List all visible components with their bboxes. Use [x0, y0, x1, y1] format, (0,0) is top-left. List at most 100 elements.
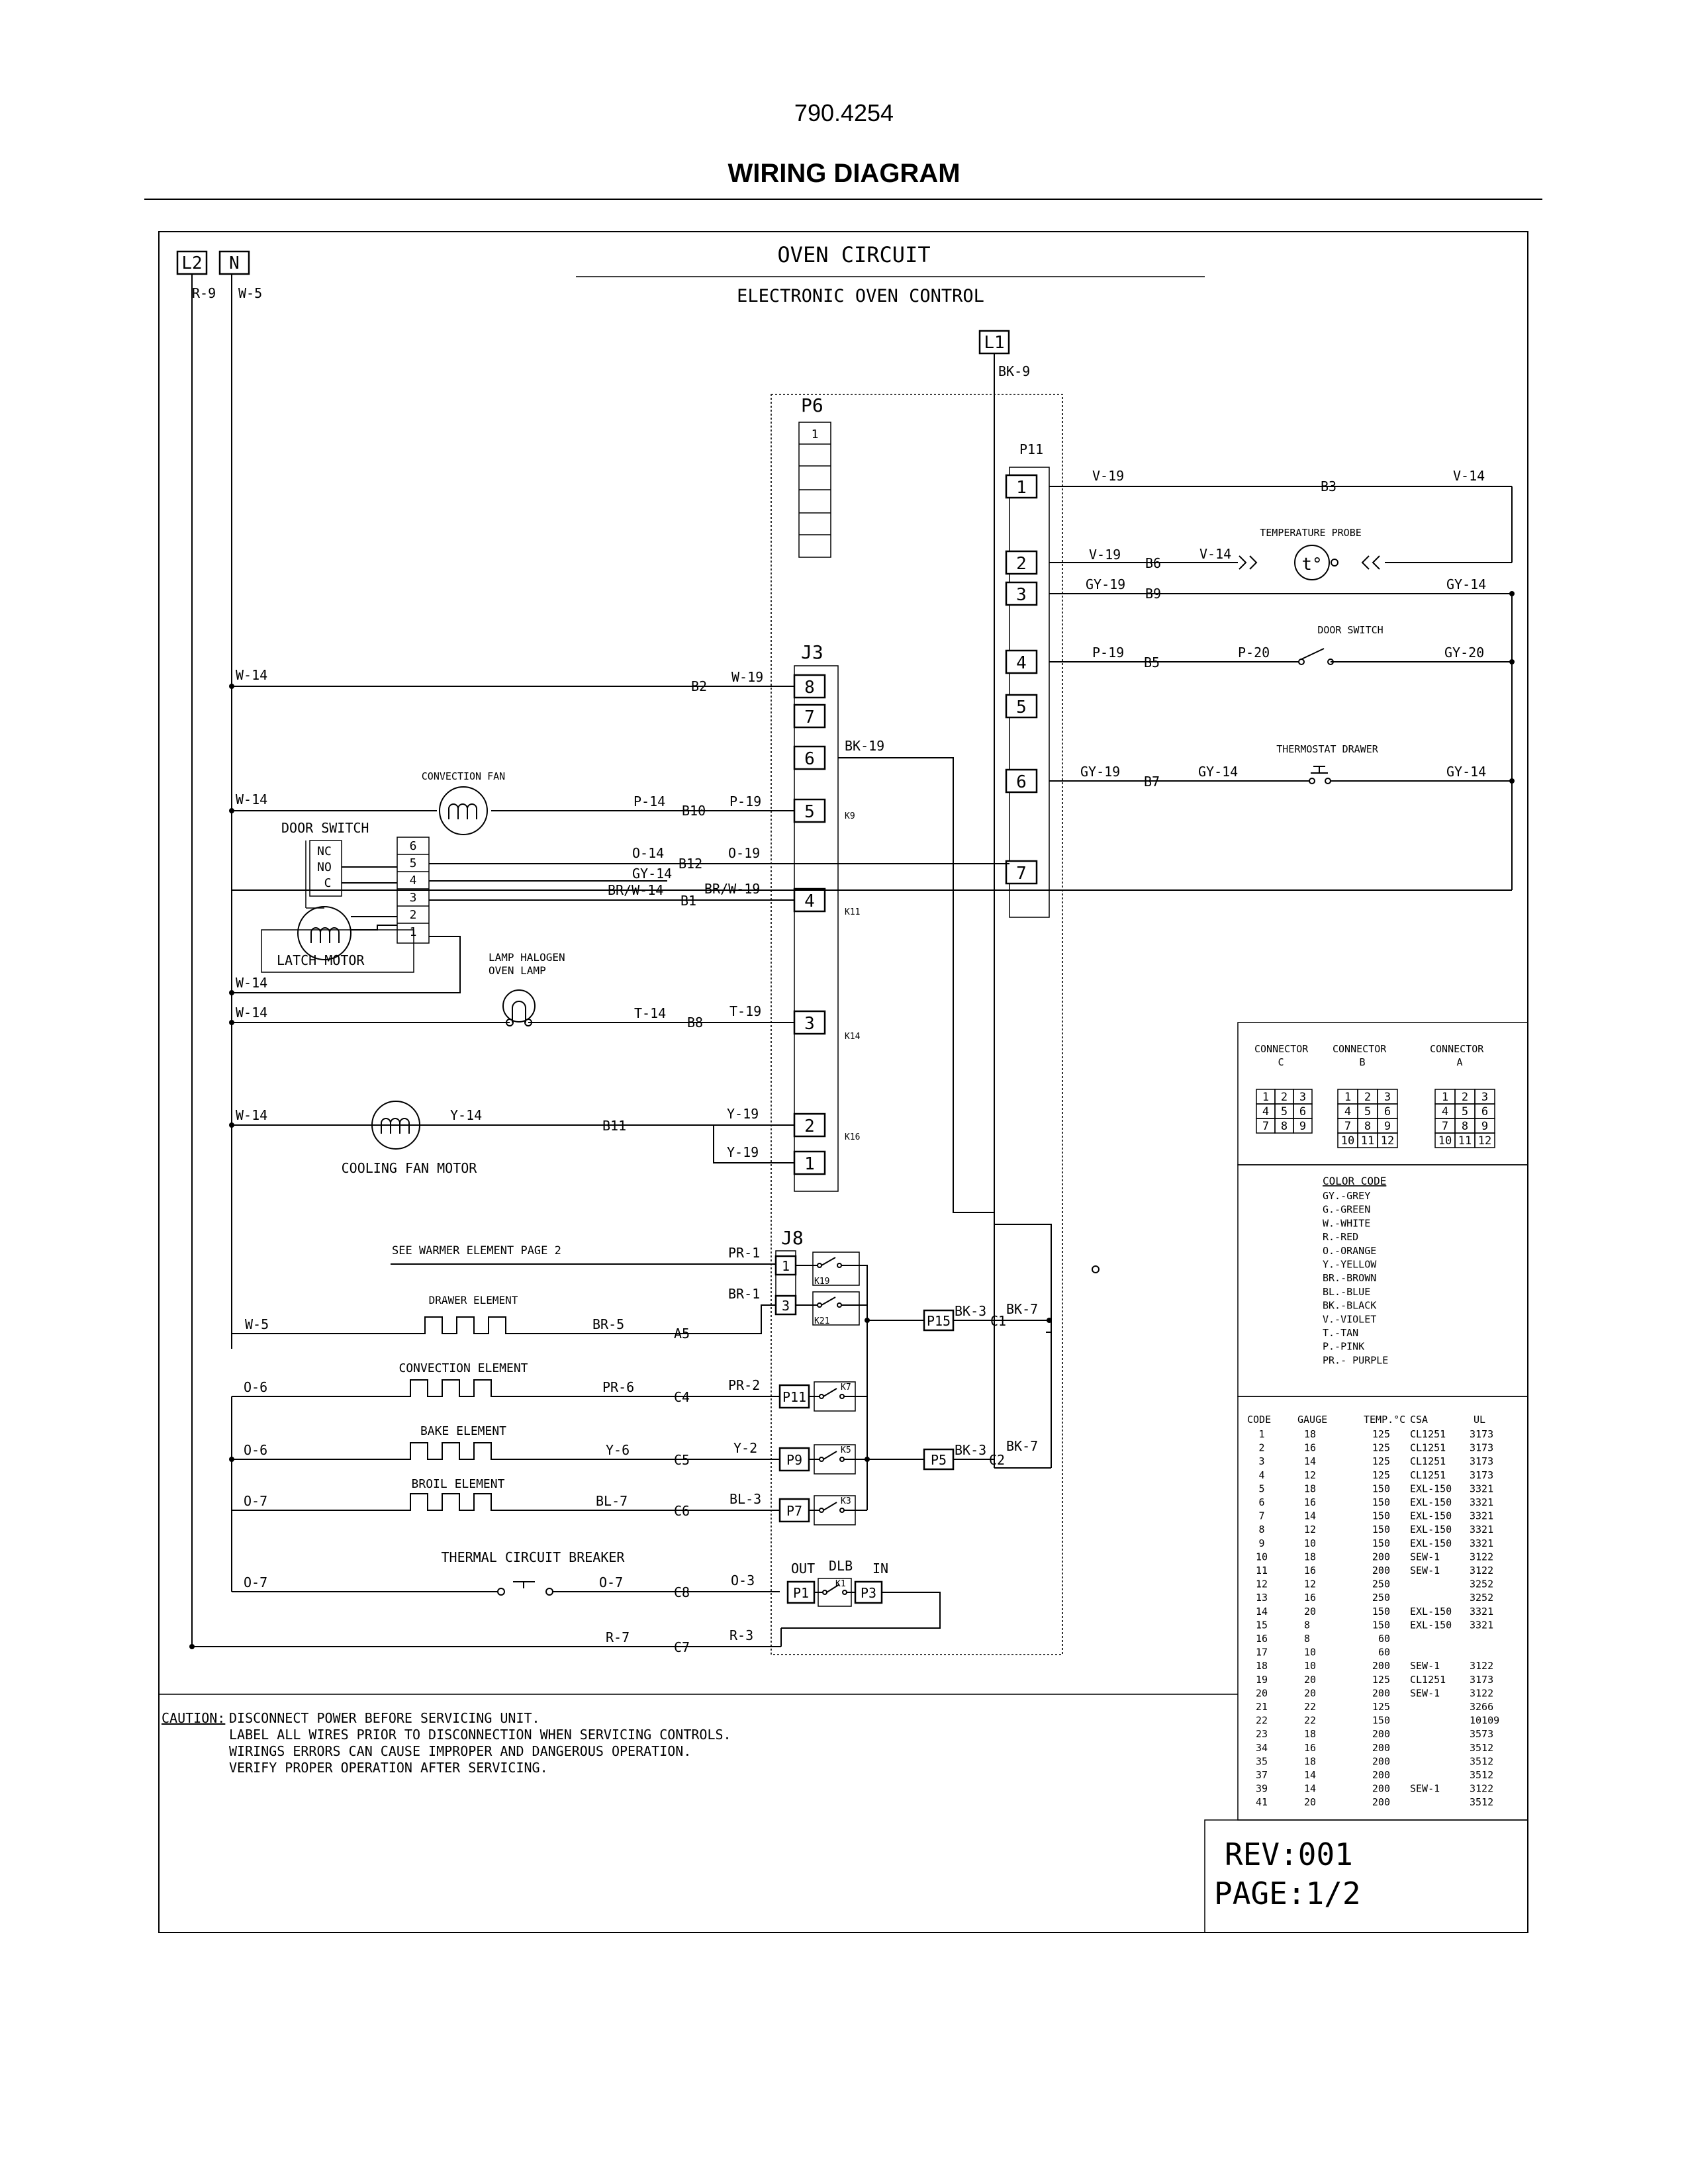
wire-label: BR/W-19	[704, 881, 760, 897]
wire-table-cell: 3321	[1470, 1510, 1493, 1522]
wire-table-cell: CL1251	[1410, 1674, 1446, 1686]
wire-label: R-9	[192, 285, 216, 301]
p11-pin-box	[1005, 550, 1038, 575]
wire-table-cell: CL1251	[1410, 1469, 1446, 1481]
connector-pin-label: 11	[1361, 1134, 1374, 1148]
wire-table-cell: 18	[1256, 1660, 1268, 1672]
wire-table-cell: 18	[1304, 1428, 1316, 1440]
wire-table-cell: 250	[1372, 1592, 1390, 1604]
connector-pin-label: 2	[1462, 1091, 1468, 1104]
wire-table-cell: 9	[1258, 1537, 1264, 1549]
connector-p7: P7	[786, 1503, 802, 1519]
j8-pin-label: 3	[782, 1298, 790, 1314]
color-code-item: R.-RED	[1323, 1231, 1358, 1243]
wire-label: O-7	[244, 1574, 267, 1590]
wire-table-cell: 12	[1304, 1578, 1316, 1590]
wire-label: P-19	[729, 794, 761, 809]
wire-table-cell: CL1251	[1410, 1442, 1446, 1454]
connector-pin-label: 1	[1262, 1091, 1269, 1104]
broil-element-label: BROIL ELEMENT	[412, 1477, 505, 1491]
node-b12: B12	[679, 856, 702, 872]
color-code-item: G.-GREEN	[1323, 1204, 1370, 1216]
wire-label: O-6	[244, 1442, 267, 1458]
wire-table-cell: 125	[1372, 1701, 1390, 1713]
door-switch-top-label: DOOR SWITCH	[1317, 624, 1383, 636]
wire-label: GY-14	[1198, 764, 1238, 780]
j3-pin-label: 8	[804, 678, 815, 698]
temp-probe-label: TEMPERATURE PROBE	[1260, 527, 1362, 539]
page-title: WIRING DIAGRAM	[727, 159, 961, 188]
wire-table-cell: 10109	[1470, 1715, 1499, 1727]
connector-pin-label: 9	[1481, 1120, 1488, 1133]
wire-table-cell: 34	[1256, 1742, 1268, 1754]
wire-table-cell: 3321	[1470, 1537, 1493, 1549]
connector-pin-label: 10	[1438, 1134, 1452, 1148]
dlb-label: DLB	[829, 1558, 853, 1574]
wire-table-cell: 150	[1372, 1619, 1390, 1631]
switch-c: C	[324, 876, 332, 890]
connector-pin-label: 10	[1341, 1134, 1354, 1148]
wire-label: BK-3	[955, 1303, 986, 1319]
node-b2: B2	[691, 678, 707, 694]
wire-table-cell: 8	[1304, 1633, 1310, 1645]
wire-table-cell: 12	[1304, 1469, 1316, 1481]
j3-pin-box	[793, 745, 826, 770]
relay-k1: K1	[835, 1579, 846, 1589]
thermostat-drawer-label: THERMOSTAT DRAWER	[1276, 743, 1378, 755]
connector-pin-cell	[1474, 1132, 1495, 1148]
p11-pin-box	[1005, 474, 1038, 499]
wire-table-cell: 200	[1372, 1565, 1390, 1576]
p11-pin-box	[1005, 694, 1038, 719]
wire-label: P-14	[633, 794, 665, 809]
j3-pin-label: 1	[804, 1154, 815, 1174]
wire-table-cell: 16	[1304, 1742, 1316, 1754]
p11-pin-box	[1005, 768, 1038, 794]
wire-table-cell: 21	[1256, 1701, 1268, 1713]
wire-label: O-7	[244, 1493, 267, 1509]
wire-label: R-7	[606, 1629, 630, 1645]
wire-label: O-3	[731, 1572, 755, 1588]
connector-pin-label: 4	[1344, 1105, 1351, 1118]
wire-label: PR-2	[728, 1377, 760, 1393]
wire-table-cell: 11	[1256, 1565, 1268, 1576]
document-number: 790.4254	[794, 99, 894, 126]
p11-pin-label: 1	[1016, 478, 1027, 498]
color-code-item: BL.-BLUE	[1323, 1286, 1370, 1298]
wire-table-cell: 3321	[1470, 1606, 1493, 1617]
wire-table-cell: 3321	[1470, 1524, 1493, 1535]
wire-table-cell: 3173	[1470, 1674, 1493, 1686]
connector-pin-label: 6	[1481, 1105, 1488, 1118]
connector-pin-label: 6	[1384, 1105, 1391, 1118]
wire-table-cell: 200	[1372, 1796, 1390, 1808]
wire-table-cell: EXL-150	[1410, 1482, 1452, 1494]
connector-legend-letter: C	[1278, 1056, 1284, 1068]
wire-table-cell: 200	[1372, 1551, 1390, 1563]
wire-table-cell: 150	[1372, 1715, 1390, 1727]
bake-element-label: BAKE ELEMENT	[420, 1424, 506, 1438]
j3-pin-box	[793, 704, 826, 729]
wire-table-cell: 3173	[1470, 1428, 1493, 1440]
color-code-item: BR.-BROWN	[1323, 1272, 1376, 1284]
oven-lamp-label: OVEN LAMP	[489, 964, 546, 977]
wire-table-cell: 3	[1258, 1455, 1264, 1467]
wire-table-cell: CL1251	[1410, 1455, 1446, 1467]
wire-table-cell: 125	[1372, 1442, 1390, 1454]
p11-pin-label: 5	[1016, 698, 1027, 717]
connector-p15: P15	[927, 1313, 951, 1329]
latch-terminal-label: 2	[410, 908, 417, 922]
wire-table-cell: 20	[1304, 1687, 1316, 1699]
warmer-note: SEE WARMER ELEMENT PAGE 2	[392, 1244, 561, 1257]
node-b8: B8	[687, 1015, 703, 1030]
circuit-title: OVEN CIRCUIT	[777, 242, 930, 267]
wire-table-cell: 3512	[1470, 1742, 1493, 1754]
wire-table-cell: 18	[1304, 1728, 1316, 1740]
connector-pin-label: 12	[1381, 1134, 1394, 1148]
connector-pin-label: 1	[1442, 1091, 1448, 1104]
node-b11: B11	[602, 1118, 626, 1134]
wire-label: GY-19	[1086, 576, 1125, 592]
wire-table-cell: 14	[1304, 1783, 1316, 1795]
wire-table-cell: 150	[1372, 1496, 1390, 1508]
color-code-title: COLOR CODE	[1323, 1175, 1386, 1187]
wire-table-cell: 12	[1304, 1524, 1316, 1535]
wire-table-cell: 20	[1304, 1796, 1316, 1808]
